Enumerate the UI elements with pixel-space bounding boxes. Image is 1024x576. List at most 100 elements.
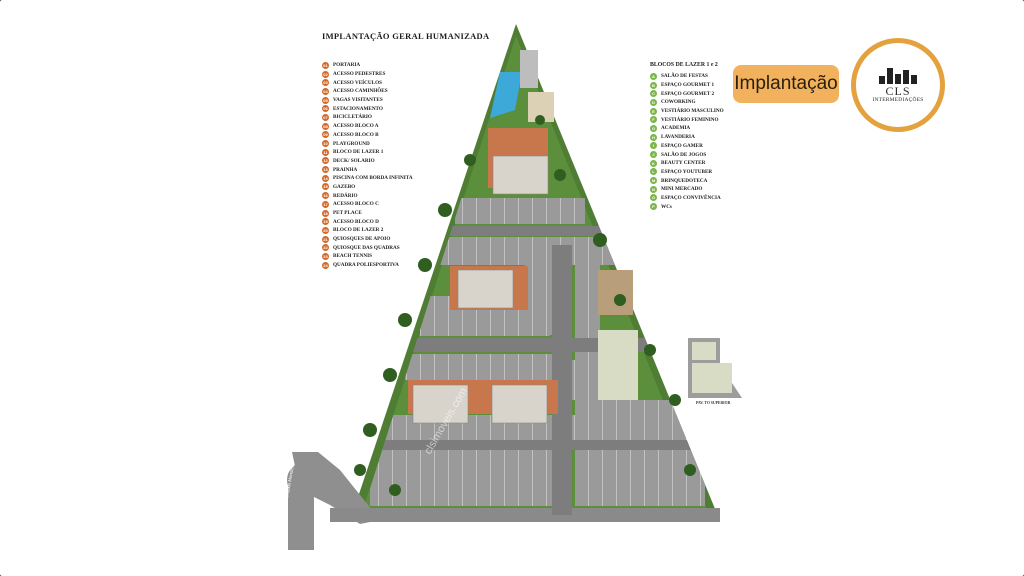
legend-marker: 10: [322, 140, 329, 148]
legend-label: ESPAÇO CONVIVÊNCIA: [661, 194, 721, 201]
legend-label: ESPAÇO GAMER: [661, 142, 703, 149]
legend-label: PET PLACE: [333, 210, 362, 217]
legend-label: QUADRA POLIESPORTIVA: [333, 262, 399, 269]
legend-marker: 08: [322, 122, 329, 130]
legend-marker: 13: [322, 166, 329, 174]
building-block-a: [492, 155, 549, 195]
legend-marker: 04: [322, 87, 329, 95]
legend-item: 08 ACESSO BLOCO A: [322, 122, 413, 131]
legend-label: COWORKING: [661, 99, 696, 106]
legend-item: E VESTIÁRIO MASCULINO: [650, 107, 724, 116]
legend-marker: 19: [322, 218, 329, 226]
legend-label: ACESSO BLOCO C: [333, 201, 379, 208]
legend-marker: B: [650, 81, 657, 89]
legend-marker: 07: [322, 113, 329, 121]
legend-item: 24 QUADRA POLIESPORTIVA: [322, 261, 413, 270]
legend-marker: L: [650, 168, 657, 176]
legend-label: DECK/ SOLARIO: [333, 157, 375, 164]
legend-item: D COWORKING: [650, 98, 724, 107]
legend-marker: E: [650, 107, 657, 115]
legend-label: LAVANDERIA: [661, 134, 695, 141]
legend-marker: 06: [322, 105, 329, 113]
building-block-c: [412, 384, 469, 424]
legend-label: VESTIÁRIO FEMININO: [661, 116, 719, 123]
legend-marker: 14: [322, 174, 329, 182]
legend-label: PISCINA COM BORDA INFINITA: [333, 175, 413, 182]
legend-item: J SALÃO DE JOGOS: [650, 150, 724, 159]
legend-marker: 18: [322, 209, 329, 217]
legend-item: 04 ACESSO CAMINHÕES: [322, 87, 413, 96]
legend-item: 02 ACESSO PEDESTRES: [322, 70, 413, 79]
legend-item: G ACADEMIA: [650, 124, 724, 133]
legend-marker: 16: [322, 192, 329, 200]
legend-marker: 09: [322, 131, 329, 139]
legend-label: PLAYGROUND: [333, 140, 370, 147]
legend-marker: C: [650, 90, 657, 98]
legend-item: A SALÃO DE FESTAS: [650, 72, 724, 81]
legend-item: 22 QUIOSQUE DAS QUADRAS: [322, 243, 413, 252]
legend-label: GAZEBO: [333, 183, 356, 190]
legend-label: ACESSO BLOCO D: [333, 218, 379, 225]
legend-marker: 02: [322, 70, 329, 78]
legend-item: 18 PET PLACE: [322, 209, 413, 218]
legend-label: ESTACIONAMENTO: [333, 105, 383, 112]
legend-marker: 12: [322, 157, 329, 165]
legend-label: ACESSO CAMINHÕES: [333, 88, 388, 95]
legend-marker: G: [650, 124, 657, 132]
legend-item: 12 DECK/ SOLARIO: [322, 157, 413, 166]
implantacao-badge: Implantação: [733, 65, 839, 103]
logo-sub: INTERMEDIAÇÕES: [872, 96, 924, 103]
legend-marker: O: [650, 194, 657, 202]
legend-label: BEAUTY CENTER: [661, 160, 706, 167]
legend-marker: D: [650, 98, 657, 106]
legend-label: BICICLETÁRIO: [333, 114, 372, 121]
legend-label: PORTARIA: [333, 62, 361, 69]
legend-label: ACESSO PEDESTRES: [333, 71, 386, 78]
legend-marker: J: [650, 151, 657, 159]
legend-item: 19 ACESSO BLOCO D: [322, 217, 413, 226]
legend-label: QUIOSQUE DAS QUADRAS: [333, 244, 400, 251]
legend-label: PRAINHA: [333, 166, 358, 173]
legend-marker: I: [650, 142, 657, 150]
legend-item: 07 BICICLETÁRIO: [322, 113, 413, 122]
legend-label: VAGAS VISITANTES: [333, 97, 383, 104]
pool: [490, 72, 522, 118]
inset-plan: [688, 338, 742, 398]
legend-label: VESTIÁRIO MASCULINO: [661, 108, 724, 115]
legend-marker: N: [650, 185, 657, 193]
legend-marker: 24: [322, 261, 329, 269]
legend-label: BRINQUEDOTECA: [661, 177, 708, 184]
legend-marker: P: [650, 203, 657, 211]
plan-title: IMPLANTAÇÃO GERAL HUMANIZADA: [322, 31, 490, 41]
legend-item: 14 PISCINA COM BORDA INFINITA: [322, 174, 413, 183]
legend-marker: 21: [322, 235, 329, 243]
legend-label: ACESSO VEÍCULOS: [333, 79, 383, 86]
cls-logo: CLS INTERMEDIAÇÕES: [851, 38, 945, 132]
legend-label: BLOCO DE LAZER 1: [333, 149, 384, 156]
legend-label: ACADEMIA: [661, 125, 691, 132]
legend-item: 09 ACESSO BLOCO B: [322, 131, 413, 140]
legend-label: ACESSO BLOCO A: [333, 123, 379, 130]
legend-marker: A: [650, 72, 657, 80]
legend-label: ESPAÇO GOURMET 1: [661, 82, 715, 89]
legend-marker: 22: [322, 244, 329, 252]
legend-label: SALÃO DE JOGOS: [661, 151, 707, 158]
legend-label: SALÃO DE FESTAS: [661, 73, 708, 80]
legend-item: B ESPAÇO GOURMET 1: [650, 81, 724, 90]
legend-label: ACESSO BLOCO B: [333, 131, 379, 138]
legend-item: O ESPAÇO CONVIVÊNCIA: [650, 194, 724, 203]
legend-item: 13 PRAINHA: [322, 165, 413, 174]
legend-marker: H: [650, 133, 657, 141]
